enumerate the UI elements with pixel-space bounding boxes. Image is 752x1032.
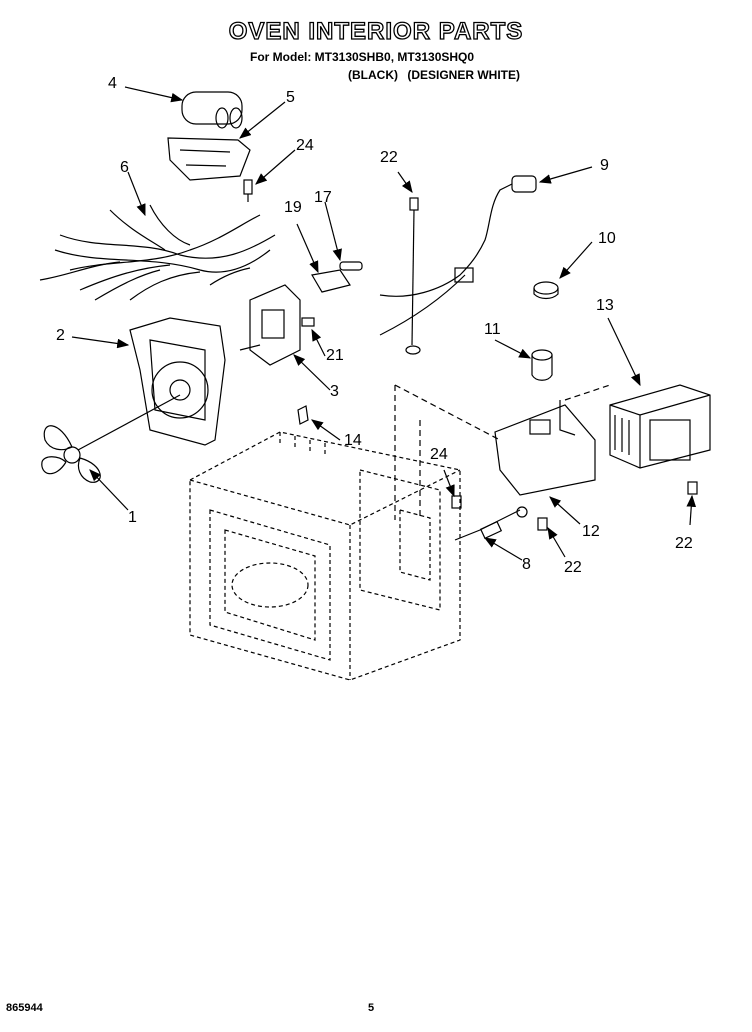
callout-22-top: 22 xyxy=(380,149,398,166)
capacitor xyxy=(181,91,243,129)
callout-9: 9 xyxy=(600,157,609,174)
power-cord xyxy=(379,175,537,336)
fuse-holder xyxy=(311,269,351,293)
wire-harness xyxy=(39,204,276,301)
fuse xyxy=(339,261,363,271)
callout-14: 14 xyxy=(344,432,362,449)
callout-2: 2 xyxy=(56,327,65,344)
callout-24-mid: 24 xyxy=(430,446,448,463)
callout-6: 6 xyxy=(120,159,129,176)
switch-bracket xyxy=(239,284,301,366)
page-title: OVEN INTERIOR PARTS xyxy=(228,17,524,45)
high-voltage-capacitor xyxy=(531,349,553,381)
screw-24-top xyxy=(243,179,253,202)
screw-21 xyxy=(301,317,315,327)
capacitor-bracket xyxy=(167,137,251,181)
callout-10: 10 xyxy=(598,230,616,247)
document-number: 865944 xyxy=(6,1002,43,1014)
alignment-lines xyxy=(394,384,611,520)
callout-17: 17 xyxy=(314,189,332,206)
screw-22-mid xyxy=(537,517,548,531)
callout-1: 1 xyxy=(128,509,137,526)
model-line: For Model: MT3130SHB0, MT3130SHQ0 xyxy=(250,50,475,64)
page-number: 5 xyxy=(368,1002,375,1014)
callout-13: 13 xyxy=(596,297,614,314)
high-voltage-transformer xyxy=(609,384,711,469)
fan-motor-bracket xyxy=(129,317,226,446)
callout-3: 3 xyxy=(330,383,339,400)
transformer-bracket xyxy=(494,400,596,496)
callout-21: 21 xyxy=(326,347,344,364)
color-black-label: (BLACK) xyxy=(348,68,398,82)
callout-4: 4 xyxy=(108,75,117,92)
color-variants: (BLACK) (DESIGNER WHITE) xyxy=(348,68,526,82)
ground-wire xyxy=(405,197,421,355)
callout-leaders xyxy=(71,86,697,561)
fan-blade xyxy=(41,394,181,483)
screw-24-mid xyxy=(451,495,462,509)
callout-12: 12 xyxy=(582,523,600,540)
callout-22-mid: 22 xyxy=(564,559,582,576)
callout-24-top: 24 xyxy=(296,137,314,154)
color-white-label: (DESIGNER WHITE) xyxy=(407,68,521,82)
screw-22-right xyxy=(687,481,698,495)
callout-19: 19 xyxy=(284,199,302,216)
oven-cavity xyxy=(189,431,461,681)
thermal-cutout xyxy=(533,281,559,300)
callout-11: 11 xyxy=(484,321,501,338)
callout-22-right: 22 xyxy=(675,535,693,552)
callout-8: 8 xyxy=(522,556,531,573)
clip xyxy=(297,405,309,425)
high-voltage-diode xyxy=(454,506,528,541)
callout-5: 5 xyxy=(286,89,295,106)
